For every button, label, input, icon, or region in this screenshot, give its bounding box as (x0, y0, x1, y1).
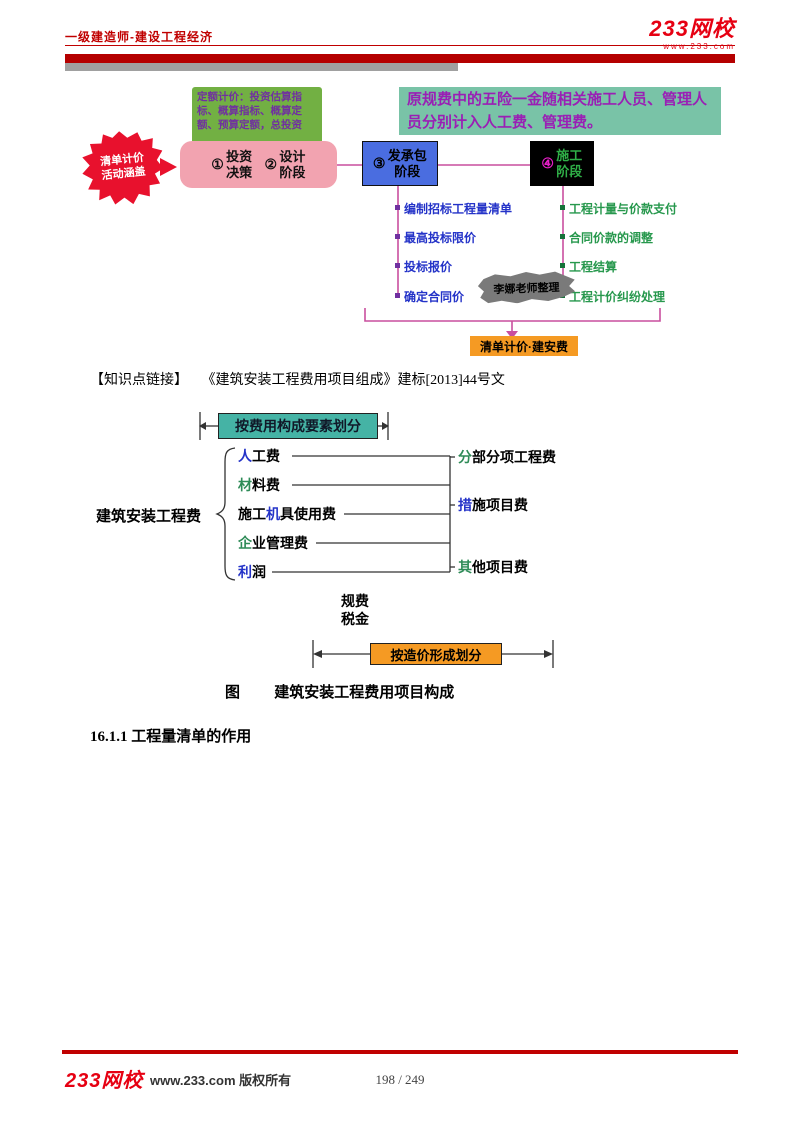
d1-start-arrowhead (160, 158, 177, 176)
price-item-head: 分 (458, 449, 472, 465)
figure-caption: 图 建筑安装工程费用项目构成 (225, 681, 454, 702)
d2-brace (215, 447, 236, 581)
bid-item: 投标报价 (404, 260, 453, 274)
stage-3-label: 发承包阶段 (387, 147, 427, 179)
element-divider-box: 按费用构成要素划分 (218, 413, 378, 439)
section-heading: 16.1.1 工程量清单的作用 (90, 729, 252, 745)
stage-4-number: ④ (541, 155, 554, 171)
doc-title: 一级建造师-建设工程经济 (65, 30, 213, 44)
stage-2: ② 设计阶段 (265, 149, 306, 180)
cost-element: 施工机具使用费 (238, 504, 336, 524)
construction-item: 工程计价纠纷处理 (569, 290, 666, 304)
header-gray-bar (65, 63, 458, 71)
cost-element-pre: 施工 (238, 506, 266, 522)
stage-3: ③ 发承包阶段 (373, 148, 427, 179)
header-red-bar (65, 54, 735, 63)
fees-label: 规费 (341, 593, 369, 609)
stage-2-number: ② (264, 156, 278, 172)
title-rule (65, 45, 735, 46)
stage-4: ④ 施工阶段 (541, 148, 582, 179)
cost-element: 人工费 (238, 446, 280, 466)
root-cost-label: 建筑安装工程费 (96, 508, 202, 525)
price-item-head: 措 (458, 497, 472, 513)
knowledge-link-text: 《建筑安装工程费用项目组成》建标[2013]44号文 (201, 373, 505, 388)
stage-2-label: 设计阶段 (279, 148, 306, 180)
cost-element-head: 利 (238, 564, 252, 580)
stage-3-number: ③ (372, 155, 386, 171)
stage-box-bidding: ③ 发承包阶段 (362, 141, 438, 186)
cost-element: 材料费 (238, 475, 280, 495)
teacher-note-label: 李娜老师整理 (493, 281, 560, 296)
construction-item: 工程计量与价款支付 (569, 202, 678, 216)
cost-element-rest: 具使用费 (280, 506, 336, 522)
stage-1-number: ① (211, 156, 224, 172)
footer-logo: 233网校 (65, 1070, 144, 1092)
price-item-rest: 部分项工程费 (472, 449, 556, 465)
footer-rule (62, 1050, 738, 1054)
construction-item: 合同价款的调整 (569, 231, 654, 245)
stage-box-decision-design: ① 投资决策 ② 设计阶段 (180, 141, 337, 188)
bid-item: 编制招标工程量清单 (404, 202, 513, 216)
summary-tag: 清单计价·建安费 (470, 336, 578, 356)
cost-element-rest: 业管理费 (252, 535, 308, 551)
cost-element: 企业管理费 (238, 533, 308, 553)
figure-caption-fig: 图 (225, 684, 241, 701)
cost-element-head: 材 (238, 477, 252, 493)
footer-copyright: www.233.com 版权所有 (150, 1073, 292, 1088)
teacher-note-blob: 李娜老师整理 (477, 270, 575, 304)
cost-element: 利润 (238, 562, 266, 582)
bid-item: 确定合同价 (404, 290, 465, 304)
stage-4-label: 施工阶段 (556, 147, 583, 179)
cost-element-rest: 工费 (252, 448, 280, 464)
cost-element-rest: 润 (252, 564, 266, 580)
cost-element-rest: 料费 (252, 477, 280, 493)
brand-logo: 233网校 www.233.com (649, 18, 735, 51)
cost-element-head: 人 (238, 448, 252, 464)
quota-pricing-note: 定额计价：投资估算指标、概算指标、概算定额、预算定额，总投资 (192, 87, 322, 145)
price-item-rest: 施项目费 (472, 497, 528, 513)
price-item: 措施项目费 (458, 495, 528, 515)
knowledge-link-label: 【知识点链接】 (90, 373, 188, 388)
page-number: 198 / 249 (375, 1072, 425, 1087)
tax-label: 税金 (341, 611, 369, 627)
stage-box-construction: ④ 施工阶段 (530, 141, 594, 186)
price-item-head: 其 (458, 559, 472, 575)
price-item: 其他项目费 (458, 557, 528, 577)
brand-logo-url: www.233.com (663, 42, 735, 51)
stage-1-label: 投资决策 (226, 148, 253, 180)
stage-1: ① 投资决策 (211, 149, 252, 180)
construction-item: 工程结算 (569, 260, 618, 274)
cost-element-head: 企 (238, 535, 252, 551)
bid-item: 最高投标限价 (404, 231, 477, 245)
d1-connectors (337, 164, 661, 331)
cost-element-head: 机 (266, 506, 280, 522)
starburst-label: 清单计价活动涵盖 (99, 152, 147, 183)
price-item: 分部分项工程费 (458, 447, 556, 467)
price-item-rest: 他项目费 (472, 559, 528, 575)
d1-bid-bullets (395, 205, 400, 298)
figure-caption-text: 建筑安装工程费用项目构成 (274, 684, 455, 701)
knowledge-link-line: 【知识点链接】 《建筑安装工程费用项目组成》建标[2013]44号文 (90, 369, 505, 389)
price-divider-box: 按造价形成划分 (370, 643, 502, 665)
brand-logo-text: 233网校 (649, 16, 735, 41)
starburst-badge: 清单计价活动涵盖 (78, 127, 167, 209)
regulation-fee-note: 原规费中的五险一金随相关施工人员、管理人员分别计入人工费、管理费。 (399, 87, 721, 135)
